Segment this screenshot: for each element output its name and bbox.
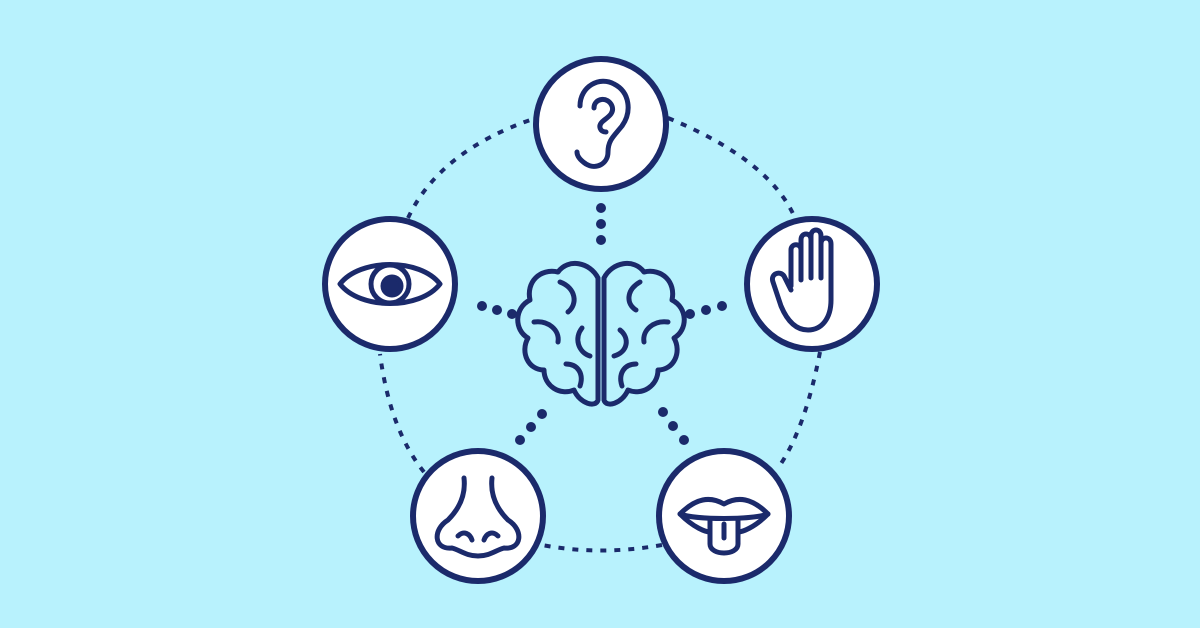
eye-icon xyxy=(337,262,443,306)
sense-circle xyxy=(744,216,880,352)
ring-arc-eye-ear xyxy=(406,116,537,219)
tongue-mouth-icon xyxy=(677,496,771,556)
spoke-ear xyxy=(596,203,606,245)
spoke-eye xyxy=(477,301,517,319)
inner-dotted-spokes xyxy=(477,203,727,445)
outer-dotted-ring xyxy=(378,116,822,553)
hand-icon xyxy=(769,227,834,333)
sense-node-sight xyxy=(322,216,458,352)
ring-arc-ear-hand xyxy=(667,116,797,219)
ring-arc-hand-tongue xyxy=(776,351,822,470)
sense-node-smell xyxy=(410,448,546,584)
spoke-hand xyxy=(685,301,727,319)
ring-arc-tongue-nose xyxy=(541,543,663,553)
ring-arc-nose-eye xyxy=(378,353,426,474)
spoke-tongue xyxy=(658,407,689,445)
sense-node-touch xyxy=(744,216,880,352)
spoke-nose xyxy=(515,409,547,445)
sense-node-taste xyxy=(656,448,792,584)
nose-icon xyxy=(434,475,522,559)
sense-node-hearing xyxy=(533,56,669,192)
ear-icon xyxy=(574,78,631,169)
brain-icon xyxy=(515,261,687,407)
sense-circle xyxy=(410,448,546,584)
